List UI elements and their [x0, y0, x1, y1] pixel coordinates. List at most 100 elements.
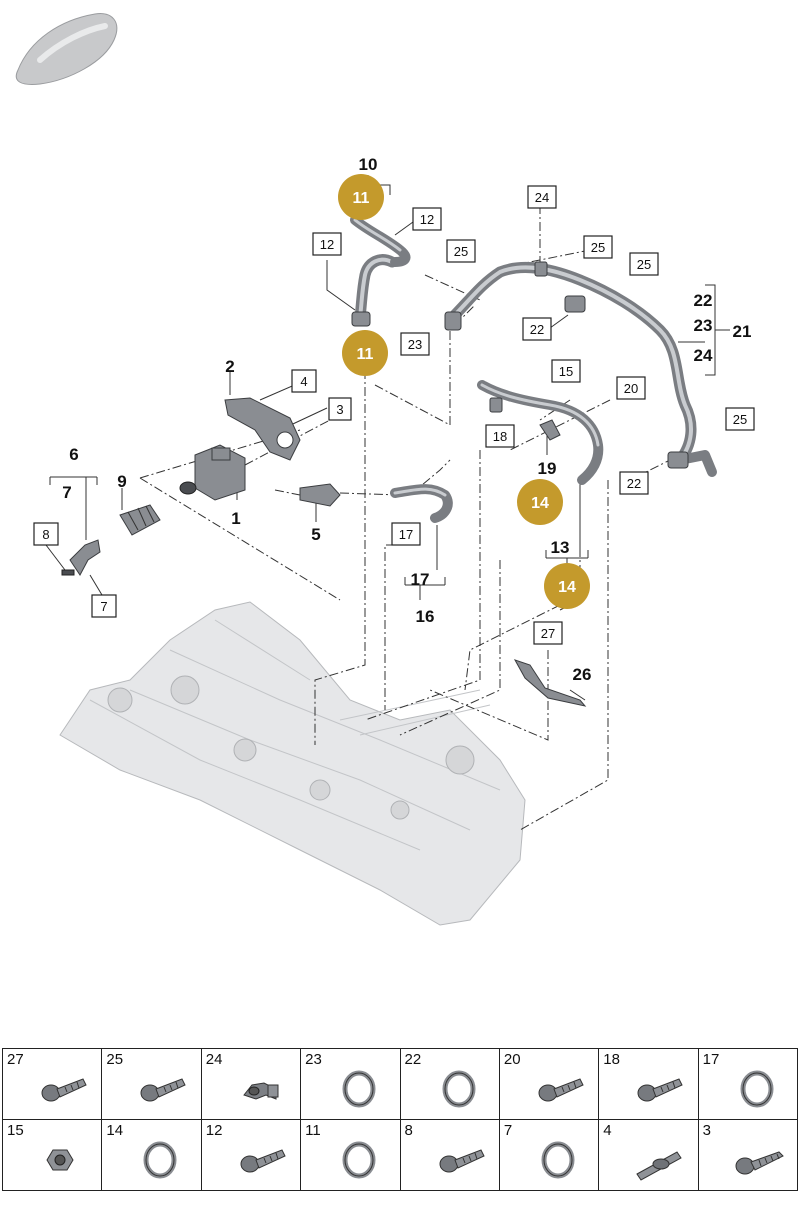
car-thumbnail-icon [15, 13, 118, 85]
legend-part-number: 15 [7, 1122, 24, 1139]
legend-cell: 14 [101, 1119, 202, 1191]
legend-part-number: 24 [205, 1051, 223, 1068]
bolt-icon [130, 1061, 200, 1115]
nut-icon [31, 1132, 101, 1186]
bracket-26-icon [513, 659, 587, 707]
circled-callout-14b: 14 [544, 563, 590, 609]
circled-callout-14a: 14 [517, 479, 563, 525]
boxed-callout-25b: 25 [583, 235, 613, 259]
svg-text:11: 11 [357, 346, 374, 363]
legend-cell: 27 [1, 1048, 103, 1120]
svg-text:12: 12 [320, 237, 334, 252]
svg-text:25: 25 [733, 412, 747, 427]
o-ring-icon [528, 1132, 598, 1186]
boxed-callout-12a: 12 [412, 207, 442, 231]
legend-cell: 17 [697, 1048, 799, 1120]
plain-callouts: 1 2 5 6 7 9 10 13 16 17 19 21 22 23 24 2… [62, 155, 751, 684]
bolt-icon [528, 1061, 598, 1115]
legend-part-number: 17 [702, 1051, 720, 1068]
callout-6: 6 [69, 445, 78, 464]
callout-1: 1 [231, 509, 240, 528]
svg-text:25: 25 [637, 257, 651, 272]
component-parts [61, 261, 689, 707]
callout-19: 19 [538, 459, 557, 478]
bracket-icon [224, 397, 301, 461]
elbow-fitting-icon [61, 539, 101, 576]
legend-part-number: 23 [305, 1051, 322, 1068]
svg-text:7: 7 [100, 599, 107, 614]
boxed-callout-22b: 22 [619, 471, 649, 495]
callout-7: 7 [62, 483, 71, 502]
boxed-callout-22a: 22 [522, 317, 552, 341]
boxed-callout-3: 3 [328, 397, 352, 421]
boxed-callout-20: 20 [616, 376, 646, 400]
legend-part-number: 4 [603, 1122, 612, 1139]
callout-17: 17 [411, 570, 430, 589]
engine-block [59, 601, 526, 926]
svg-text:14: 14 [531, 495, 549, 512]
holder-19-icon [539, 419, 561, 441]
svg-text:14: 14 [558, 579, 576, 596]
callout-10: 10 [359, 155, 378, 174]
bolt-icon [627, 1061, 697, 1115]
legend-part-number: 14 [106, 1122, 124, 1139]
callout-23: 23 [694, 316, 713, 335]
svg-text:23: 23 [408, 337, 422, 352]
o-ring-icon [727, 1061, 797, 1115]
svg-text:17: 17 [399, 527, 413, 542]
legend-cell: 11 [300, 1119, 401, 1191]
svg-text:3: 3 [336, 402, 343, 417]
svg-text:11: 11 [353, 190, 370, 207]
svg-text:15: 15 [559, 364, 573, 379]
legend-part-number: 11 [305, 1122, 321, 1139]
stud-icon [627, 1132, 697, 1186]
legend-cell: 3 [697, 1119, 799, 1191]
legend-part-number: 8 [404, 1122, 413, 1139]
svg-text:22: 22 [627, 476, 641, 491]
legend-part-number: 25 [106, 1051, 124, 1068]
boxed-callout-25a: 25 [446, 239, 476, 263]
hose-sleeve-icon [119, 504, 161, 536]
boxed-callout-27: 27 [533, 621, 563, 645]
boxed-callout-24: 24 [527, 185, 557, 209]
callout-24: 24 [694, 346, 713, 365]
legend-cell: 18 [598, 1048, 699, 1120]
o-ring-icon [429, 1061, 499, 1115]
svg-text:27: 27 [541, 626, 555, 641]
svg-text:4: 4 [300, 374, 307, 389]
legend-part-number: 18 [603, 1051, 620, 1068]
boxed-callout-8: 8 [33, 522, 59, 546]
pipe-clamp-icon [351, 261, 689, 469]
boxed-callout-7: 7 [91, 594, 117, 618]
callout-26: 26 [573, 665, 592, 684]
bolt-icon [31, 1061, 101, 1115]
boxed-callout-18: 18 [485, 424, 515, 448]
bolt-icon [429, 1132, 499, 1186]
legend-cell: 7 [498, 1119, 600, 1191]
legend-part-number: 3 [702, 1122, 711, 1139]
boxed-callout-15: 15 [551, 359, 581, 383]
boxed-callout-23: 23 [400, 332, 430, 356]
coolant-pipes [350, 215, 717, 523]
boxed-callout-12b: 12 [312, 232, 342, 256]
legend-cell: 23 [300, 1048, 401, 1120]
svg-text:12: 12 [420, 212, 434, 227]
legend-part-number: 7 [503, 1122, 513, 1139]
svg-text:25: 25 [454, 244, 468, 259]
o-ring-icon [130, 1132, 200, 1186]
bolt-icon [230, 1132, 300, 1186]
connector-icon [299, 483, 341, 507]
callout-22: 22 [694, 291, 713, 310]
svg-text:24: 24 [535, 190, 549, 205]
callout-21: 21 [733, 322, 752, 341]
legend-cell: 12 [200, 1119, 302, 1191]
callout-2: 2 [225, 357, 234, 376]
boxed-callout-17: 17 [391, 522, 421, 546]
circled-callout-11b: 11 [342, 330, 388, 376]
boxed-callout-4: 4 [291, 369, 317, 393]
svg-text:22: 22 [530, 322, 544, 337]
legend-part-number: 27 [7, 1051, 24, 1068]
legend-cell: 25 [101, 1048, 202, 1120]
